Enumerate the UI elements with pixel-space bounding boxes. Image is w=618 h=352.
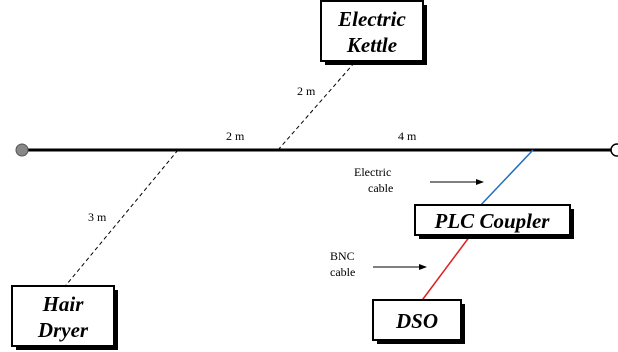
bnc-cable-line <box>419 235 471 304</box>
hair-dryer-box: Hair Dryer <box>11 285 118 350</box>
plc-coupler-label: PLC Coupler <box>434 209 551 233</box>
kettle-label-line2: Kettle <box>346 33 397 57</box>
electric-cable-label-line1: Electric <box>354 165 391 179</box>
line-end-right <box>610 143 618 157</box>
electric-kettle-box: Electric Kettle <box>320 0 427 65</box>
distance-main-left: 2 m <box>226 129 245 143</box>
electric-cable-line <box>477 149 534 209</box>
electric-cable-label-line2: cable <box>368 181 393 195</box>
dryer-label-line1: Hair <box>42 292 85 316</box>
bnc-cable-label-line1: BNC <box>330 249 355 263</box>
dso-label: DSO <box>395 309 438 333</box>
kettle-label-line1: Electric <box>337 7 406 31</box>
kettle-branch-line <box>277 61 356 151</box>
distance-kettle-branch: 2 m <box>297 84 316 98</box>
dryer-label-line2: Dryer <box>37 318 89 342</box>
line-end-left <box>15 143 29 157</box>
bnc-cable-label-line2: cable <box>330 265 355 279</box>
distance-dryer-branch: 3 m <box>88 210 107 224</box>
plc-coupler-box: PLC Coupler <box>414 204 574 239</box>
distance-main-right: 4 m <box>398 129 417 143</box>
dryer-branch-line <box>61 149 179 291</box>
dso-box: DSO <box>372 299 465 344</box>
